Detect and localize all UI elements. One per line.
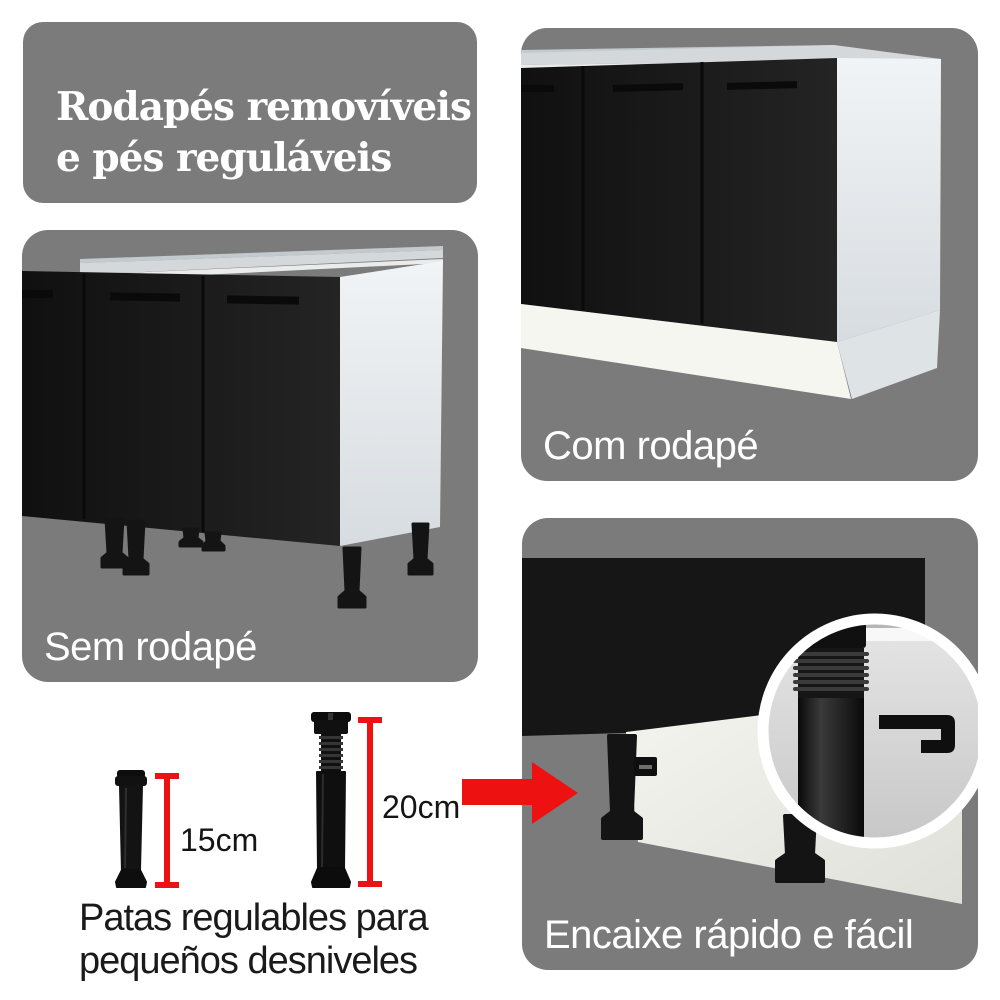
panel-without-plinth: Sem rodapé — [22, 230, 478, 682]
label-encaixe: Encaixe rápido e fácil — [544, 913, 914, 957]
leg-thread — [793, 648, 869, 698]
label-sem-rodape: Sem rodapé — [44, 625, 257, 669]
label-com-rodape: Com rodapé — [543, 424, 759, 468]
door-handle — [612, 83, 684, 92]
door-handle — [726, 81, 798, 90]
tall-leg-photo — [311, 712, 351, 888]
door-handle — [521, 85, 554, 92]
short-leg-photo — [115, 770, 147, 888]
measurement-line-20-icon — [358, 717, 382, 887]
legs-caption-line-2: pequeños desniveles — [79, 940, 418, 982]
legs-caption: Patas regulables para pequeños desnivele… — [79, 897, 429, 983]
adjustable-legs — [100, 517, 434, 609]
title-line-1: Rodapés removíveis — [56, 84, 472, 130]
measurement-line-15-icon — [155, 773, 179, 888]
cabinet-doors — [521, 58, 837, 342]
cabinet-side-panel — [340, 261, 443, 546]
cabinet-with-plinth-photo — [521, 45, 941, 399]
cabinet-legs-photo — [22, 246, 443, 609]
plinth — [521, 304, 940, 399]
door-handle — [109, 292, 181, 302]
leg-closeup-photo — [522, 558, 978, 904]
page-title: Rodapés removíveis e pés reguláveis — [56, 82, 472, 184]
door-handle — [22, 290, 53, 298]
legs-caption-line-1: Patas regulables para — [79, 897, 429, 939]
adjustable-leg-front — [601, 734, 657, 840]
door-handle — [226, 295, 300, 305]
short-leg-height-label: 15cm — [180, 822, 259, 858]
red-arrow-icon — [462, 762, 578, 824]
tall-leg-height-label: 20cm — [382, 789, 461, 825]
title-line-2: e pés reguláveis — [56, 135, 392, 181]
panel-snap-fit: Encaixe rápido e fácil — [522, 518, 978, 970]
snap-clip-magnified — [879, 715, 955, 753]
magnifier-circle-icon — [757, 613, 978, 849]
title-card: Rodapés removíveis e pés reguláveis — [23, 22, 477, 203]
cabinet-side-panel — [837, 58, 941, 342]
cabinet-doors — [22, 271, 340, 546]
panel-with-plinth: Com rodapé — [521, 28, 978, 481]
